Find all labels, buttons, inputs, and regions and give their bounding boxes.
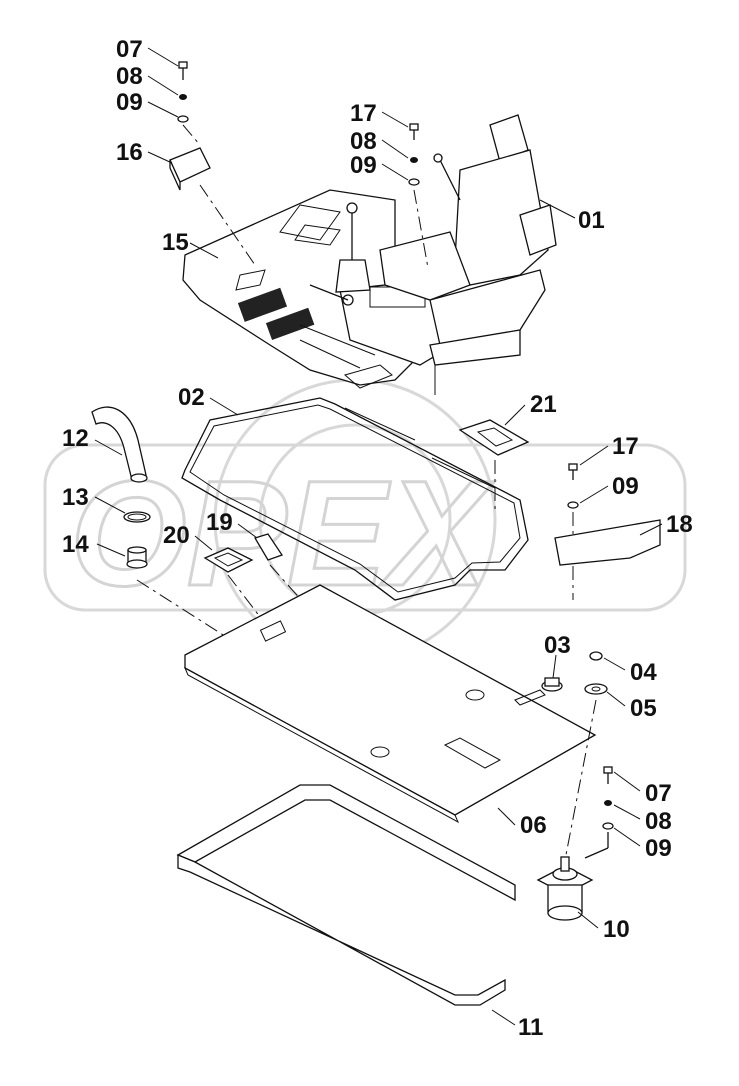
callout-03: 03 xyxy=(544,632,571,659)
callout-05: 05 xyxy=(630,695,657,722)
bolt-set-top-center xyxy=(408,123,429,269)
o-ring-part-13 xyxy=(123,511,151,523)
plate-part-19 xyxy=(254,533,313,613)
nut-part-04 xyxy=(589,651,603,661)
callout-18: 18 xyxy=(666,511,693,538)
callout-07: 07 xyxy=(116,36,143,63)
leader-lines xyxy=(94,47,663,1026)
callout-10: 10 xyxy=(603,916,630,943)
callout-20: 20 xyxy=(163,522,190,549)
callout-15: 15 xyxy=(162,229,189,256)
swivel-joint-part-10 xyxy=(536,856,594,921)
callout-21: 21 xyxy=(530,391,557,418)
knob-part-03 xyxy=(541,677,563,692)
callout-08: 08 xyxy=(116,63,143,90)
callout-01: 01 xyxy=(578,207,605,234)
bolt-set-top-left xyxy=(177,61,201,146)
frame-part-11 xyxy=(176,784,516,1006)
callout-12: 12 xyxy=(62,425,89,452)
callout-09: 09 xyxy=(116,89,143,116)
callout-09: 09 xyxy=(350,152,377,179)
bolt-set-right xyxy=(567,463,579,600)
seal-frame-part-02 xyxy=(181,397,529,601)
cover-part-18 xyxy=(554,519,661,566)
callout-09: 09 xyxy=(645,835,672,862)
callout-11: 11 xyxy=(518,1014,543,1041)
callout-06: 06 xyxy=(520,812,547,839)
callout-14: 14 xyxy=(62,531,89,558)
callout-08: 08 xyxy=(645,808,672,835)
hose-part-12 xyxy=(91,406,148,483)
callout-13: 13 xyxy=(62,484,89,511)
operator-seat-part-01 xyxy=(379,114,557,395)
callout-labels: 07 08 09 16 17 08 09 01 15 02 21 12 17 0… xyxy=(62,36,693,1041)
callout-16: 16 xyxy=(116,139,143,166)
callout-17: 17 xyxy=(350,100,377,127)
callout-08: 08 xyxy=(350,128,377,155)
bolt-set-lower-right xyxy=(584,766,614,859)
callout-17: 17 xyxy=(612,433,639,460)
callout-02: 02 xyxy=(178,384,205,411)
control-console xyxy=(309,202,446,366)
callout-04: 04 xyxy=(630,659,657,686)
base-plate-part-06 xyxy=(183,584,597,824)
washer-part-05 xyxy=(564,683,608,861)
callout-07: 07 xyxy=(645,780,672,807)
callout-09: 09 xyxy=(612,473,639,500)
cover-part-16 xyxy=(169,147,256,266)
callout-19: 19 xyxy=(206,509,233,536)
plate-part-21 xyxy=(458,419,530,510)
